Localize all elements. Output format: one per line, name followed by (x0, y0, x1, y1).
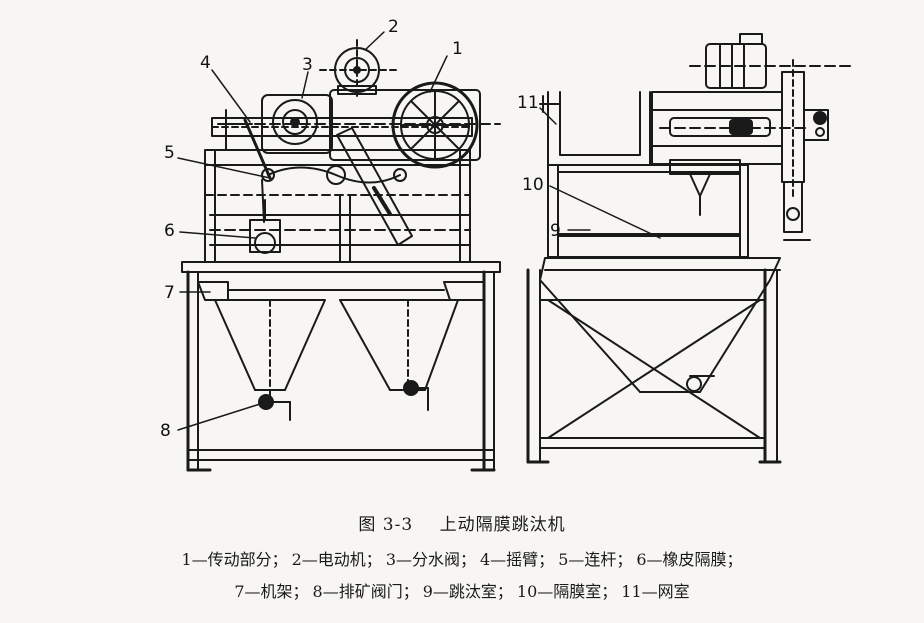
legend-item: 1—传动部分； (181, 550, 288, 569)
rubber-diaphragm (249, 199, 281, 254)
discharge-hoppers (214, 299, 459, 391)
screen-chamber (539, 91, 651, 166)
legend-item: 4—摇臂； (480, 550, 555, 569)
figure-legend: 1—传动部分；2—电动机；3—分水阀；4—摇臂；5—连杆；6—橡皮隔膜； 7—机… (0, 544, 924, 608)
connecting-rod (336, 127, 413, 246)
legend-item: 2—电动机； (291, 550, 382, 569)
rocker-arm (243, 118, 407, 223)
jig-body (204, 149, 471, 263)
callout-3: 3 (302, 55, 313, 75)
callout-5: 5 (164, 143, 175, 163)
side-electric-motor (689, 33, 851, 89)
callout-6: 6 (164, 221, 175, 241)
callout-7: 7 (164, 283, 175, 303)
callout-numbers: 1 2 3 4 5 6 7 8 9 10 11 (160, 17, 561, 441)
side-frame (526, 268, 782, 464)
figure-number: 图 3-3 (358, 515, 414, 535)
legend-item: 6—橡皮隔膜； (636, 550, 743, 569)
legend-row-1: 1—传动部分；2—电动机；3—分水阀；4—摇臂；5—连杆；6—橡皮隔膜； (0, 544, 924, 576)
legend-item: 11—网室 (621, 582, 690, 601)
leader-lines (177, 31, 661, 431)
legend-item: 7—机架； (234, 582, 309, 601)
electric-motor (319, 39, 401, 101)
side-hopper (539, 257, 781, 393)
legend-item: 3—分水阀； (385, 550, 476, 569)
legend-row-2: 7—机架；8—排矿阀门；9—跳汰室；10—隔膜室；11—网室 (0, 576, 924, 608)
legend-item: 10—隔膜室； (516, 582, 618, 601)
callout-9: 9 (550, 221, 561, 241)
legend-item: 8—排矿阀门； (312, 582, 419, 601)
callout-11: 11 (517, 93, 539, 113)
jig-chamber (547, 164, 749, 258)
figure-caption: 图 3-3 上动隔膜跳汰机 (0, 510, 924, 535)
callout-1: 1 (452, 39, 463, 59)
side-view (526, 33, 851, 464)
callout-2: 2 (388, 17, 399, 37)
callout-4: 4 (200, 53, 211, 73)
jig-machine-drawing: 1 2 3 4 5 6 7 8 9 10 11 (160, 17, 851, 472)
figure-title: 上动隔膜跳汰机 (439, 515, 566, 535)
legend-item: 9—跳汰室； (422, 582, 513, 601)
callout-8: 8 (160, 421, 171, 441)
top-deck (211, 109, 473, 151)
side-drive-mechanism (651, 59, 829, 241)
diaphragm-chamber (557, 171, 741, 237)
front-view (181, 39, 501, 472)
discharge-valves (258, 379, 429, 421)
machine-frame (181, 261, 501, 472)
legend-item: 5—连杆； (558, 550, 633, 569)
callout-10: 10 (522, 175, 544, 195)
